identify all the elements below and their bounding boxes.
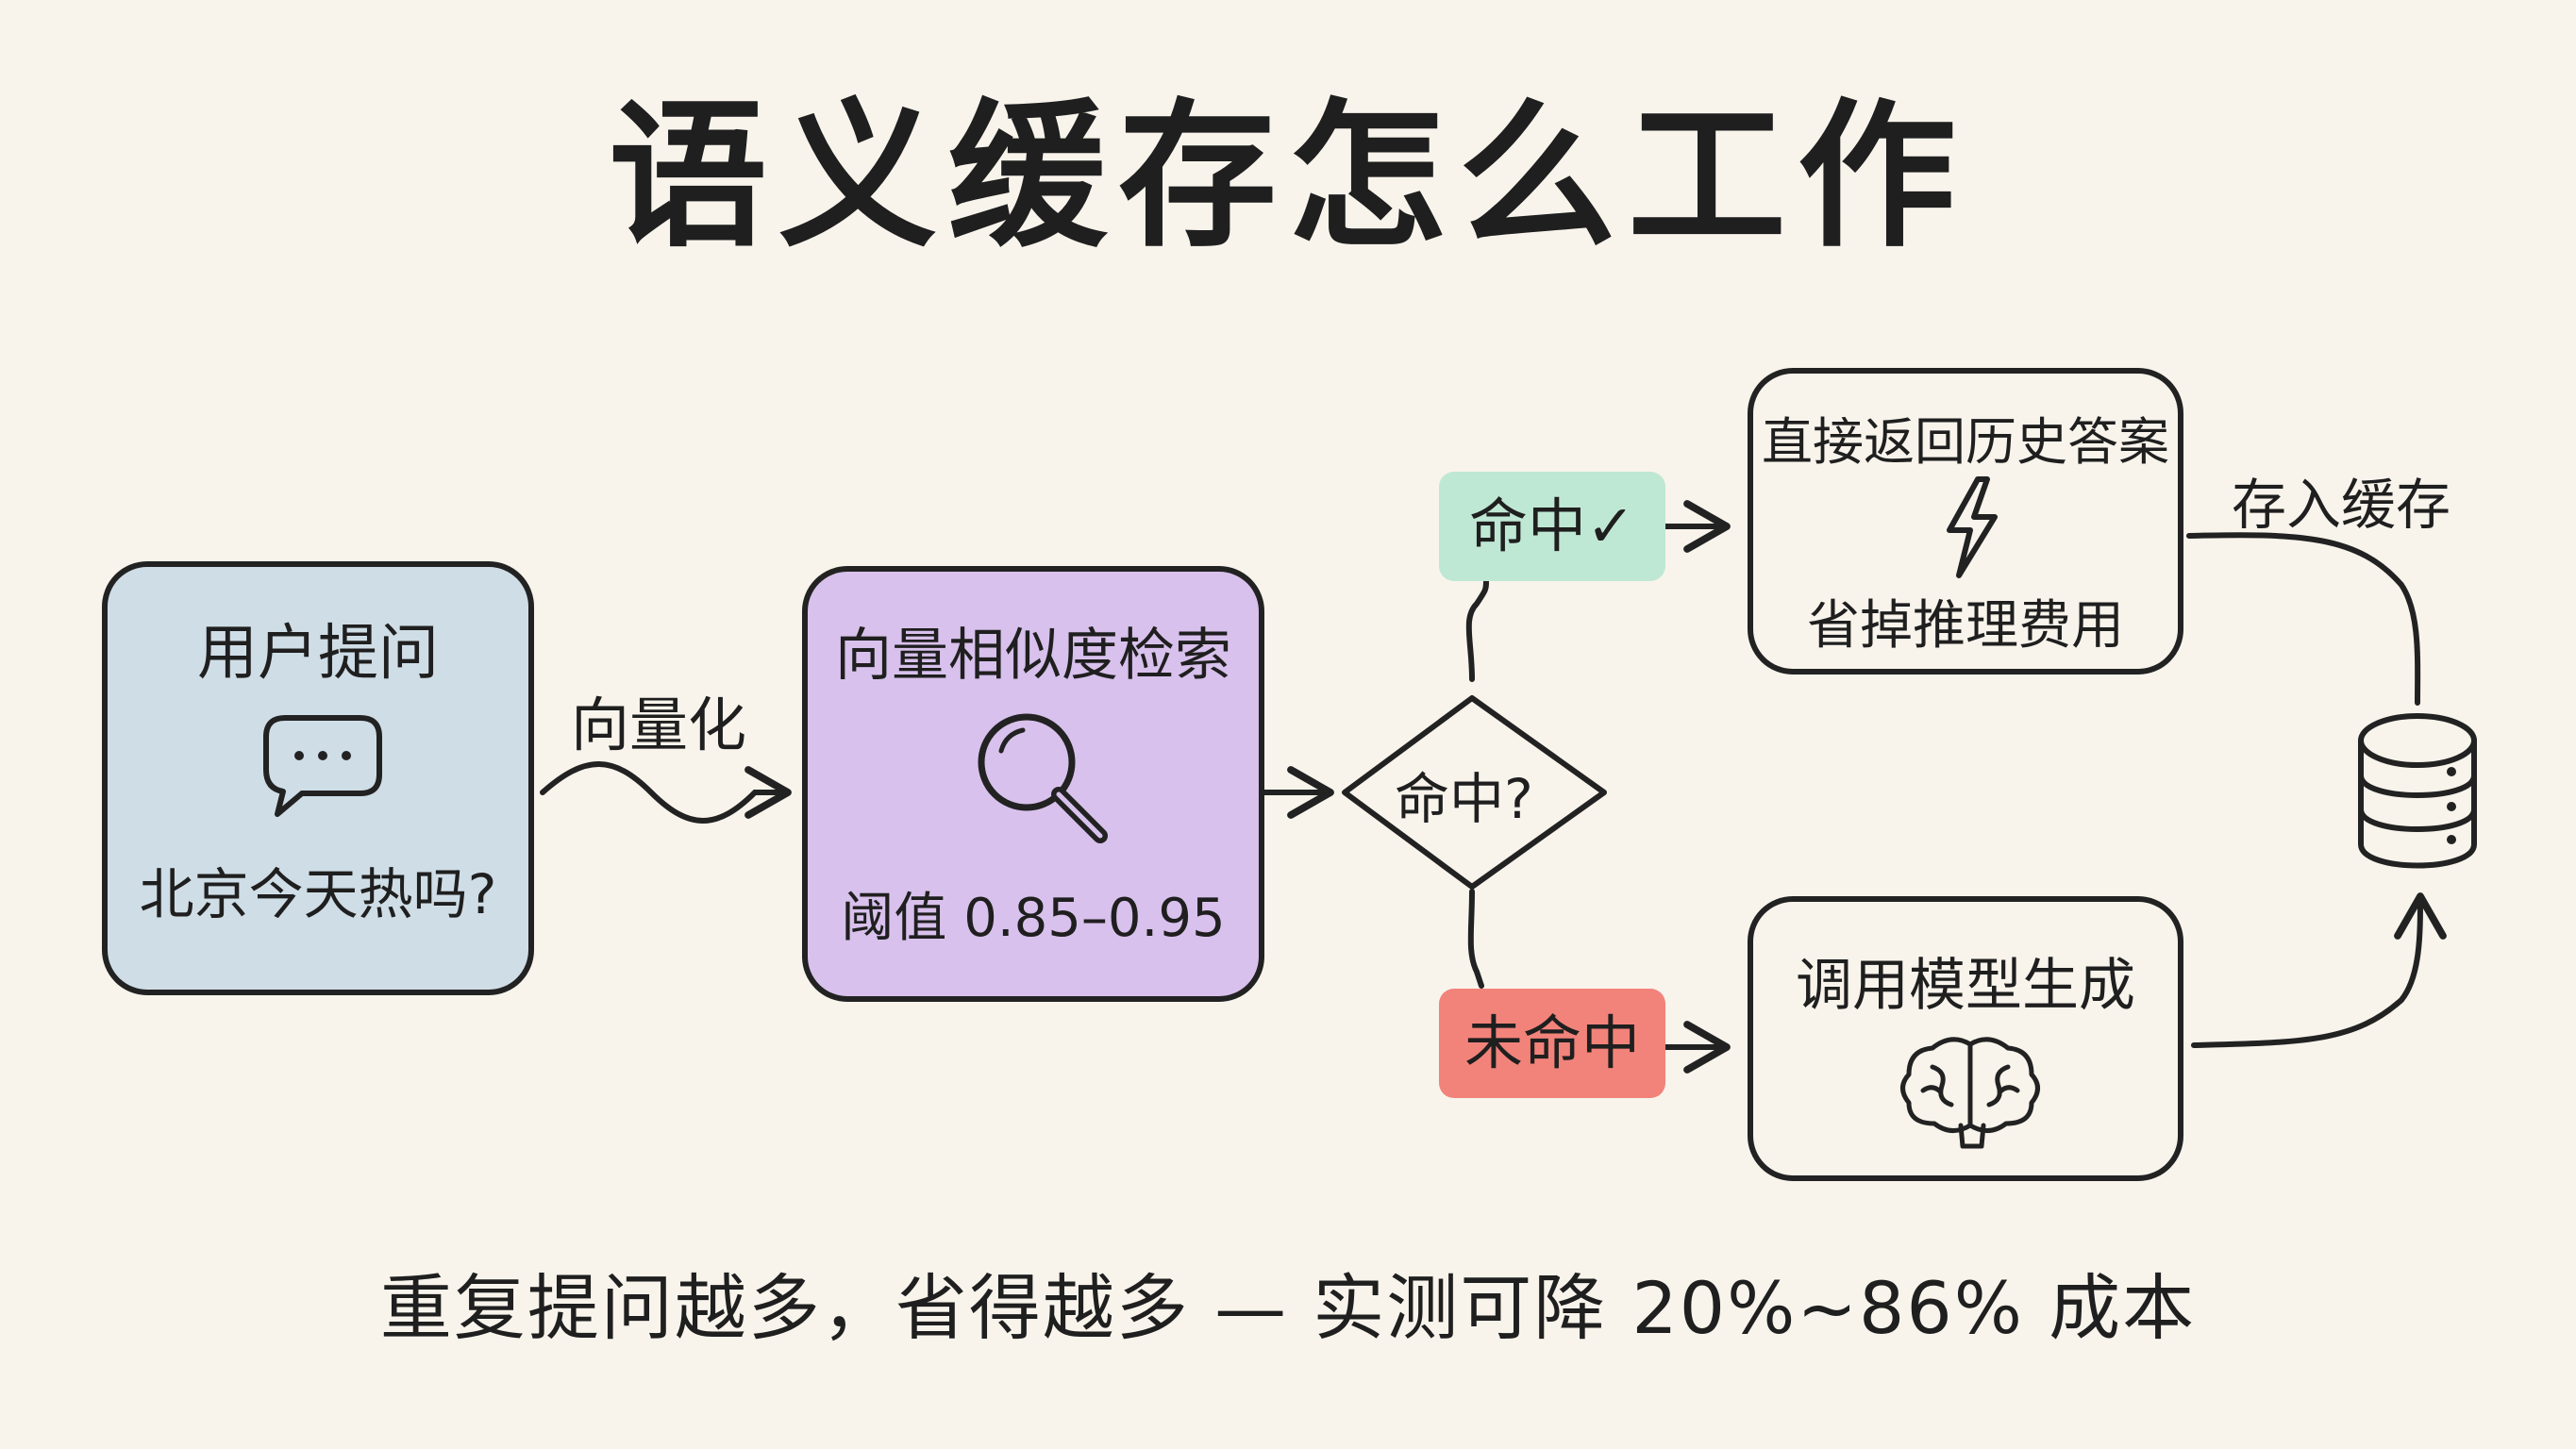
vector-search-box: 向量相似度检索 阈值 0.85–0.95	[802, 566, 1264, 1002]
connector-store	[2186, 532, 2421, 706]
lightning-icon	[1947, 476, 1998, 578]
hit-tag: 命中✓	[1439, 472, 1665, 581]
vector-search-heading: 向量相似度检索	[835, 623, 1231, 689]
connector-miss	[1467, 889, 1484, 989]
user-query-box: 用户提问 北京今天热吗?	[102, 561, 534, 995]
chat-bubble-icon	[263, 715, 382, 817]
decision-label: 命中?	[1395, 767, 1533, 831]
miss-result-box: 调用模型生成	[1748, 896, 2183, 1181]
miss-tag: 未命中	[1439, 989, 1665, 1098]
connector-hit	[1465, 577, 1489, 682]
footer-summary: 重复提问越多，省得越多 — 实测可降 20%~86% 成本	[379, 1266, 2197, 1350]
arrow-miss-to-database	[2191, 892, 2447, 1048]
diagram-title: 语义缓存怎么工作	[609, 84, 1967, 269]
vectorize-label: 向量化	[571, 691, 747, 759]
arrow-vectorize	[540, 761, 792, 824]
decision-diamond	[1342, 695, 1607, 890]
hit-result-heading: 直接返回历史答案	[1762, 412, 2169, 472]
magnifier-icon	[978, 713, 1108, 843]
store-to-cache-label: 存入缓存	[2232, 473, 2451, 537]
hit-result-note: 省掉推理费用	[1807, 595, 2124, 657]
user-query-example: 北京今天热吗?	[139, 862, 497, 926]
miss-result-heading: 调用模型生成	[1796, 953, 2135, 1019]
brain-icon	[1900, 1037, 2040, 1149]
database-icon	[2358, 713, 2477, 869]
user-query-heading: 用户提问	[197, 619, 439, 689]
vector-search-threshold: 阈值 0.85–0.95	[841, 888, 1226, 949]
hit-result-box: 直接返回历史答案 省掉推理费用	[1748, 368, 2183, 675]
